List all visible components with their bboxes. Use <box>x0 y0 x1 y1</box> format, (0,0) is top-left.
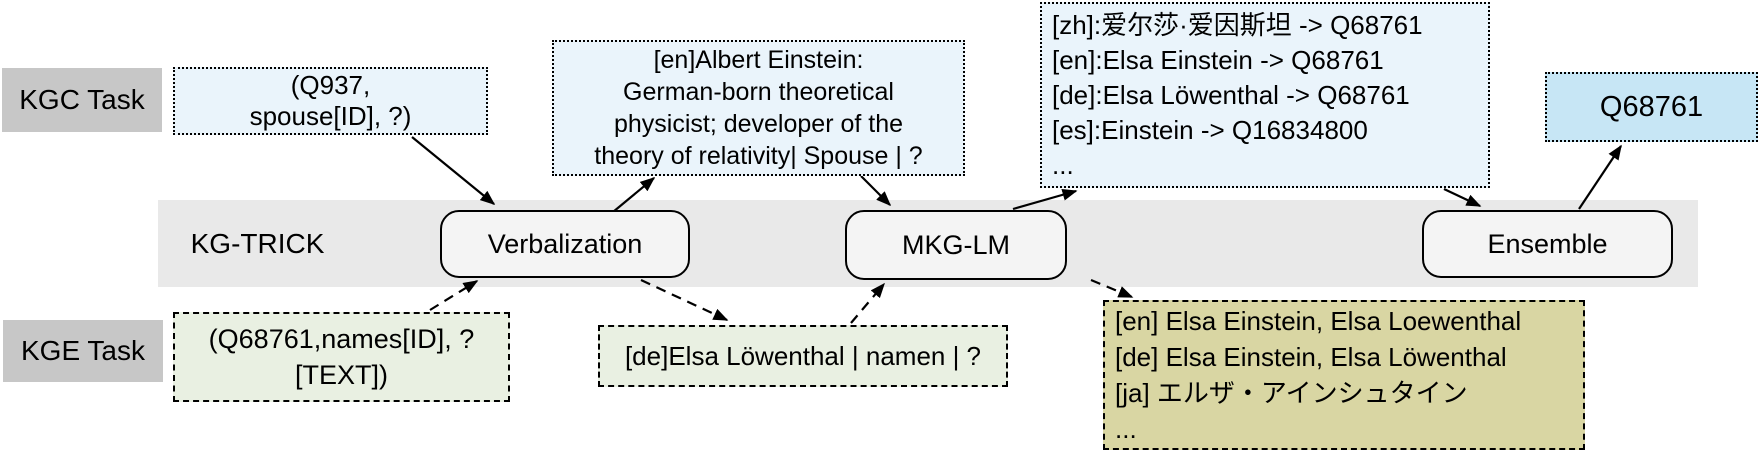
kgc-predictions-box: [zh]:爱尔莎·爱因斯坦 -> Q68761 [en]:Elsa Einste… <box>1040 2 1490 188</box>
arrow-verbalization-to-kge-verbalized <box>640 279 729 321</box>
box-line: [de]:Elsa Löwenthal -> Q68761 <box>1052 79 1410 110</box>
kge-verbalized-box: [de]Elsa Löwenthal | namen | ? <box>598 325 1008 387</box>
node-mkg-lm: MKG-LM <box>845 210 1067 280</box>
box-line: ... <box>1115 414 1137 444</box>
arrow-kge-input-to-verbalization <box>429 280 479 311</box>
box-line: [de] Elsa Einstein, Elsa Löwenthal <box>1115 342 1507 372</box>
kgc-input-box: (Q937, spouse[ID], ?) <box>173 67 488 135</box>
box-line: [en] Elsa Einstein, Elsa Loewenthal <box>1115 306 1522 336</box>
kge-input-box: (Q68761,names[ID], ? [TEXT]) <box>173 312 510 402</box>
arrow-mkglm-to-kge-predictions <box>1090 278 1134 299</box>
box-line: [TEXT]) <box>295 360 388 390</box>
kgc-task-label: KGC Task <box>2 68 162 132</box>
box-line: [en]:Elsa Einstein -> Q68761 <box>1052 44 1384 75</box>
box-line: [de]Elsa Löwenthal | namen | ? <box>624 340 982 371</box>
arrow-kgc-predictions-to-ensemble <box>1443 188 1482 207</box>
kge-task-label: KGE Task <box>3 320 163 382</box>
arrow-verbalization-to-kgc-verbalized <box>612 177 656 213</box>
pipeline-label: KG-TRICK <box>190 228 325 259</box>
kgc-output-box: Q68761 <box>1545 72 1758 142</box>
box-line: German-born theoretical <box>623 78 894 106</box>
box-line: [ja] エルザ・アインシュタイン <box>1115 378 1468 408</box>
box-line: ... <box>1052 149 1074 180</box>
arrow-kge-verbalized-to-mkglm <box>850 282 885 324</box>
box-line: spouse[ID], ?) <box>249 101 412 131</box>
arrow-kgc-verbalized-to-mkglm <box>860 175 892 207</box>
box-line: physicist; developer of the <box>613 110 904 138</box>
arrow-mkglm-to-kgc-predictions <box>1012 188 1078 211</box>
box-line: theory of relativity| Spouse | ? <box>594 142 923 170</box>
box-line: [es]:Einstein -> Q16834800 <box>1052 114 1368 145</box>
arrow-ensemble-to-kgc-output <box>1578 144 1622 210</box>
box-line: [zh]:爱尔莎·爱因斯坦 -> Q68761 <box>1052 9 1423 40</box>
node-verbalization: Verbalization <box>440 210 690 278</box>
node-ensemble: Ensemble <box>1422 210 1673 278</box>
kgc-output-value: Q68761 <box>1599 90 1704 123</box>
box-line: (Q937, <box>290 70 371 100</box>
box-line: [en]Albert Einstein: <box>653 46 864 74</box>
box-line: (Q68761,names[ID], ? <box>208 324 475 354</box>
kgc-verbalized-box: [en]Albert Einstein: German-born theoret… <box>552 40 965 176</box>
arrow-kgc-input-to-verbalization <box>411 136 496 205</box>
kge-predictions-box: [en] Elsa Einstein, Elsa Loewenthal [de]… <box>1103 300 1585 450</box>
